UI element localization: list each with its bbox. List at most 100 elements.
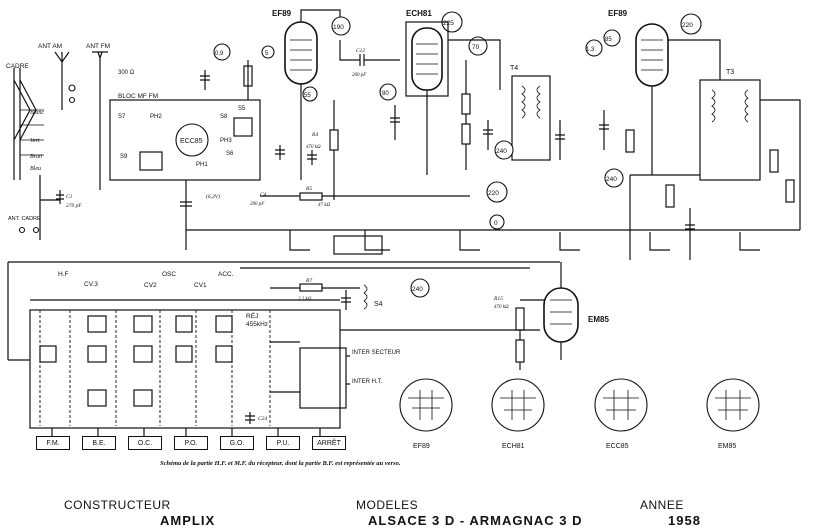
button-stems <box>51 428 321 440</box>
resistor-r12 <box>461 123 471 145</box>
label-bloc-mf-fm: BLOC MF FM <box>118 93 158 100</box>
voltage-0-circle <box>489 214 505 230</box>
label-c24: C24 <box>258 415 267 422</box>
footer-modeles: ALSACE 3 D - ARMAGNAC 3 D <box>368 513 583 528</box>
label-cadre: CADRE <box>6 63 29 70</box>
label-hf: H.F <box>58 271 69 278</box>
label-bleu: Bleu <box>30 166 41 172</box>
coil-box-8 <box>175 345 193 363</box>
em85-elements <box>550 299 572 325</box>
label-ef89-a: EF89 <box>272 9 292 18</box>
tube-em85: EM85 R15 470 kΩ <box>493 262 609 370</box>
base-ech81-pins <box>500 390 536 420</box>
label-c4: C4 <box>260 191 267 198</box>
voltage-55-circle <box>302 86 318 102</box>
coil-s4 <box>363 284 368 310</box>
voltage-240c-circle <box>410 278 430 298</box>
ech81-envelope <box>411 27 443 91</box>
band-button-row: F.M. B.E. O.C. P.O. G.O. P.U. ARRÊT <box>36 436 350 452</box>
voltage-190: 190 <box>333 24 344 31</box>
label-blanc: Blanc <box>30 110 44 116</box>
switch-contacts-paths <box>289 230 760 251</box>
coil-box-3 <box>87 389 107 407</box>
switch-wafer-dividers <box>39 310 271 426</box>
voltage-09: 0,9 <box>215 51 224 57</box>
voltage-09-circle <box>213 43 231 61</box>
label-s7: S7 <box>118 114 126 120</box>
capacitor-c6 <box>275 145 285 160</box>
capacitor-c19 <box>599 110 609 150</box>
label-c1-value: 270 pF <box>66 203 82 209</box>
r5-c4-network: C4 200 pF R5 47 kΩ <box>180 180 470 250</box>
label-rej: RÉJ <box>246 311 258 320</box>
resistor-r25 <box>785 179 795 203</box>
transformer-t4: T4 240 <box>494 65 551 161</box>
coil-box-5 <box>133 345 153 363</box>
band-switch-assembly: H.F CV.3 OSC CV2 CV1 ACC. RÉJ 455kHz INT… <box>29 271 401 440</box>
voltage-220-top-circle <box>680 13 702 35</box>
label-cv3: CV.3 <box>84 281 98 288</box>
coil-box-2 <box>87 345 107 363</box>
antenna-fm-symbol <box>92 51 108 190</box>
label-ant-cadre: ANT. CADRE <box>8 216 41 222</box>
coil-box-s4 <box>39 345 57 363</box>
label-inter-secteur: INTER SECTEUR <box>352 350 401 356</box>
label-r5-value: 47 kΩ <box>318 203 330 208</box>
voltage-220-mid-circle <box>486 181 508 203</box>
band-button-fm[interactable]: F.M. <box>36 436 70 450</box>
bloc-mf-fm: BLOC MF FM ECC85 S7 PH2 S8 S5 PH3 S9 S6 … <box>109 93 261 200</box>
label-ph3: PH3 <box>220 138 232 144</box>
label-ant-am: ANT AM <box>38 43 62 50</box>
label-6v3: (6,3V) <box>206 193 220 200</box>
base-label-ecc85: ECC85 <box>606 443 629 450</box>
coil-box-6 <box>133 389 153 407</box>
coil-box-7 <box>175 315 193 333</box>
ech81-leads <box>426 39 501 175</box>
band-button-be[interactable]: B.E. <box>82 436 116 450</box>
label-c12-value: 200 pF <box>352 73 367 78</box>
coil-box-4 <box>133 315 153 333</box>
label-ecc85-bloc: ECC85 <box>180 138 203 145</box>
band-button-oc[interactable]: O.C. <box>128 436 162 450</box>
voltage-0: 0 <box>494 220 498 227</box>
cadre-loop <box>13 68 37 180</box>
cadre-wire <box>39 175 60 240</box>
voltage-85-circle <box>603 29 621 47</box>
t4-box <box>511 75 551 161</box>
bus-line-3 <box>7 262 30 361</box>
coil-box-9 <box>215 315 233 333</box>
band-button-po[interactable]: P.O. <box>174 436 208 450</box>
label-s5: S5 <box>238 106 246 112</box>
base-em85 <box>706 378 760 432</box>
t3-windings <box>711 89 749 123</box>
footer-constructeur-label: CONSTRUCTEUR <box>64 498 171 512</box>
base-ecc85 <box>594 378 648 432</box>
em85-envelope <box>543 287 579 343</box>
ef89-b-grids <box>641 39 663 71</box>
tube-ef89-b: EF89 220 85 1,3 <box>585 9 721 175</box>
voltage-225: 225 <box>443 20 454 27</box>
label-inter-ht: INTER H.T. <box>352 379 383 385</box>
wire-c22 <box>629 174 700 260</box>
antenna-section: ANT AM ANT FM CADRE 300 Ω Blanc Vert Bru… <box>6 43 135 240</box>
resistor-r23 <box>769 149 779 173</box>
resistor-r7 <box>299 283 323 292</box>
resistor-r15 <box>515 307 525 331</box>
band-button-pu[interactable]: P.U. <box>266 436 300 450</box>
band-button-arrt[interactable]: ARRÊT <box>312 436 346 450</box>
band-button-go[interactable]: G.O. <box>220 436 254 450</box>
voltage-220-top: 220 <box>682 22 693 29</box>
capacitor-c16 <box>555 120 565 160</box>
terminal-cadre <box>32 226 40 234</box>
base-ecc85-pins <box>603 390 639 420</box>
label-r15-value: 470 kΩ <box>494 305 509 310</box>
label-s4: S4 <box>374 301 383 308</box>
voltage-13: 1,3 <box>586 47 595 53</box>
voltage-240b-circle <box>604 168 624 188</box>
footer-constructeur: AMPLIX <box>160 513 216 528</box>
voltage-190-circle <box>331 16 351 36</box>
label-s6: S6 <box>226 151 234 157</box>
voltage-55: 55 <box>304 93 311 99</box>
coil-box-1 <box>87 315 107 333</box>
capacitor-c11 <box>483 120 493 150</box>
